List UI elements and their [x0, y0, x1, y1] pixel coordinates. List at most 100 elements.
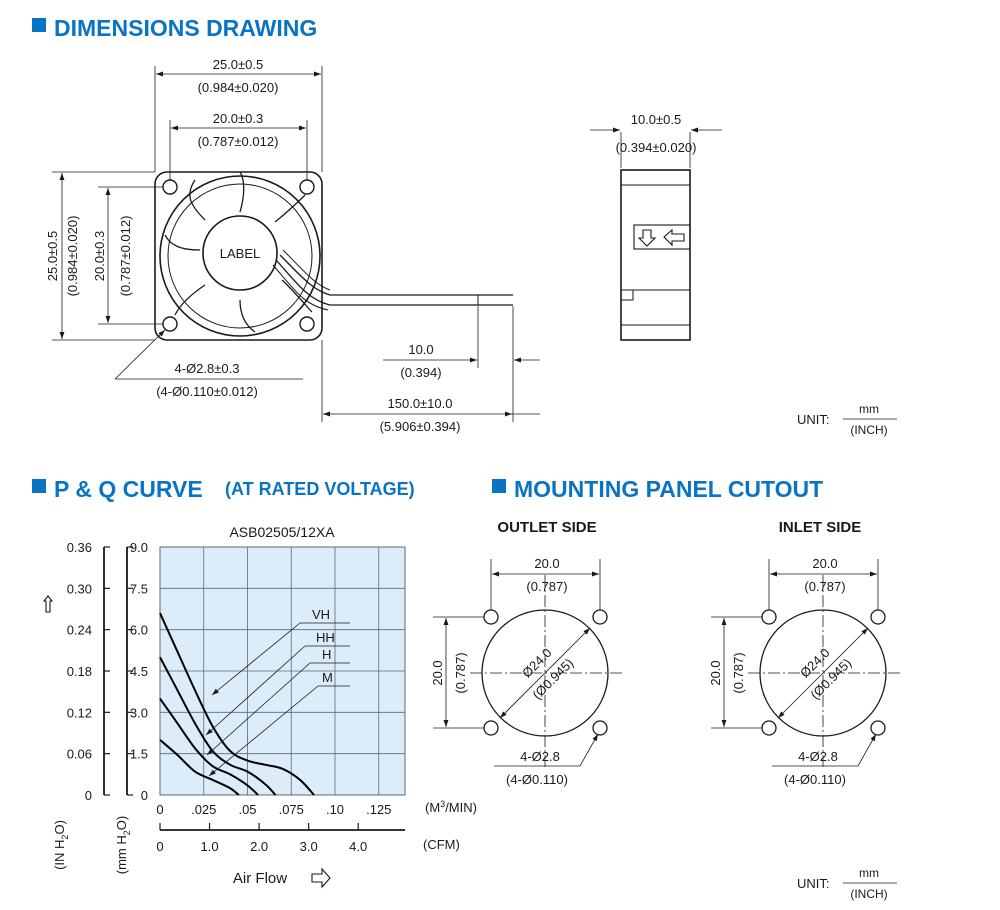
y-left-tick-label: 0.30 [67, 581, 92, 596]
y-left-tick-label: 0.12 [67, 705, 92, 720]
dim-outer-height-mm: 25.0±0.5 [45, 231, 60, 282]
arrow-up-icon [42, 595, 54, 613]
cutout-outlet-width: 20.0 [534, 556, 559, 571]
chart-y-ticks: 9.00.367.50.306.00.244.50.183.00.121.50.… [67, 540, 148, 803]
series-line-h [159, 698, 259, 796]
arrow-left-icon [663, 228, 685, 247]
dim-hole-width-in: (0.787±0.012) [198, 134, 279, 149]
y-left-tick-label: 0.24 [67, 623, 92, 638]
y-left-tick-label: 0.06 [67, 747, 92, 762]
x-bottom-tick-label: 2.0 [250, 839, 268, 854]
cutout-inlet-width: 20.0 [812, 556, 837, 571]
y-right-tick-label: 0 [141, 788, 148, 803]
x-top-tick-label: .075 [279, 802, 304, 817]
section-bullet-icon [32, 479, 46, 493]
cutout-inlet-width-in: (0.787) [804, 579, 845, 594]
series-callouts: VH HH H M [205, 607, 350, 777]
unit-mm: mm [859, 866, 879, 880]
y-right-tick-label: 3.0 [130, 705, 148, 720]
dim-lead-mm: 150.0±10.0 [388, 396, 453, 411]
cutout-outlet-width-in: (0.787) [526, 579, 567, 594]
pq-chart: ASB02505/12XA 9.00.367.50.306.00.244.50.… [42, 524, 477, 889]
dim-holes-callout: 4-Ø2.8±0.3 (4-Ø0.110±0.012) [114, 329, 303, 399]
cutout-outlet-title: OUTLET SIDE [497, 519, 596, 536]
arrow-right-icon [311, 867, 331, 889]
cutout-outlet-holes-in: (4-Ø0.110) [506, 772, 568, 787]
x-top-tick-label: .05 [238, 802, 256, 817]
dim-strip-mm: 10.0 [408, 342, 433, 357]
chart-frame [159, 546, 406, 796]
dim-strip-in: (0.394) [400, 365, 441, 380]
series-line-m [159, 739, 240, 796]
unit-label: UNIT: [797, 876, 830, 891]
cutout-inlet-title: INLET SIDE [779, 519, 862, 536]
cutout-inlet: INLET SIDE 20.0 (0.787) 20.0 (0.787) Ø24… [708, 519, 903, 787]
pq-title: P & Q CURVE [54, 476, 203, 502]
cutout-outlet-height-in: (0.787) [453, 652, 468, 693]
dim-outer-height: 25.0±0.5 (0.984±0.020) [45, 171, 155, 341]
mounting-title: MOUNTING PANEL CUTOUT [514, 476, 823, 502]
dim-lead-in: (5.906±0.394) [380, 419, 461, 434]
arrow-down-icon [637, 229, 657, 247]
dim-outer-width: 25.0±0.5 (0.984±0.020) [154, 57, 323, 172]
x-bottom-tick-label: 0 [156, 839, 163, 854]
y-right-label: (mm H2O) [114, 816, 132, 874]
dim-outer-width-mm: 25.0±0.5 [213, 57, 264, 72]
cutout-inlet-holes: 4-Ø2.8 [798, 749, 838, 764]
cutout-inlet-height-in: (0.787) [731, 652, 746, 693]
cutout-outlet-holes: 4-Ø2.8 [520, 749, 560, 764]
y-right-tick-label: 4.5 [130, 664, 148, 679]
chart-series [159, 612, 315, 796]
x-bottom-label: (CFM) [423, 837, 460, 852]
unit-inch: (INCH) [850, 423, 887, 437]
series-label-h: H [322, 647, 331, 662]
label-text: LABEL [220, 246, 260, 261]
x-bottom-tick-label: 4.0 [349, 839, 367, 854]
y-right-tick-label: 6.0 [130, 623, 148, 638]
dim-lead-length: 150.0±10.0 (5.906±0.394) [321, 340, 540, 434]
fan-front-view: LABEL [154, 171, 513, 341]
y-left-tick-label: 0.18 [67, 664, 92, 679]
section-bullet-icon [32, 18, 46, 32]
y-left-tick-label: 0 [85, 788, 92, 803]
x-top-label: (M3/MIN) [425, 799, 477, 815]
y-right-tick-label: 9.0 [130, 540, 148, 555]
series-label-m: M [322, 670, 333, 685]
cutout-outlet-height: 20.0 [430, 660, 445, 685]
dim-hole-height-in: (0.787±0.012) [118, 216, 133, 297]
y-left-label: (IN H2O) [52, 820, 70, 870]
dim-hole-width-mm: 20.0±0.3 [213, 111, 264, 126]
series-line-vh [159, 612, 315, 796]
section-bullet-icon [492, 479, 506, 493]
cutout-inlet-holes-in: (4-Ø0.110) [784, 772, 846, 787]
x-top-tick-label: 0 [156, 802, 163, 817]
x-bottom-tick-label: 3.0 [300, 839, 318, 854]
unit-mm: mm [859, 402, 879, 416]
y-left-tick-label: 0.36 [67, 540, 92, 555]
unit-legend-top: UNIT: mm (INCH) [797, 402, 897, 437]
y-right-tick-label: 1.5 [130, 747, 148, 762]
x-axis-label: Air Flow [233, 870, 287, 887]
cutout-outlet: OUTLET SIDE 20.0 (0.787) 20.0 (0.787) Ø2… [430, 519, 625, 787]
chart-title: ASB02505/12XA [229, 524, 335, 540]
dim-hole-height-mm: 20.0±0.3 [92, 231, 107, 282]
series-line-hh [159, 656, 277, 796]
cutout-inlet-height: 20.0 [708, 660, 723, 685]
series-label-vh: VH [312, 607, 330, 622]
dim-outer-width-in: (0.984±0.020) [198, 80, 279, 95]
dim-holes-in: (4-Ø0.110±0.012) [156, 384, 258, 399]
pq-subtitle: (AT RATED VOLTAGE) [225, 479, 415, 499]
dimensions-title: DIMENSIONS DRAWING [54, 15, 317, 41]
dim-depth-mm: 10.0±0.5 [631, 112, 682, 127]
dim-holes-mm: 4-Ø2.8±0.3 [175, 361, 240, 376]
x-top-tick-label: .10 [326, 802, 344, 817]
series-label-hh: HH [316, 630, 335, 645]
fan-side-view: 10.0±0.5 (0.394±0.020) [590, 112, 722, 341]
unit-label: UNIT: [797, 412, 830, 427]
dim-hole-width: 20.0±0.3 (0.787±0.012) [169, 111, 308, 180]
x-bottom-tick-label: 1.0 [201, 839, 219, 854]
x-top-tick-label: .025 [191, 802, 216, 817]
unit-inch: (INCH) [850, 887, 887, 901]
